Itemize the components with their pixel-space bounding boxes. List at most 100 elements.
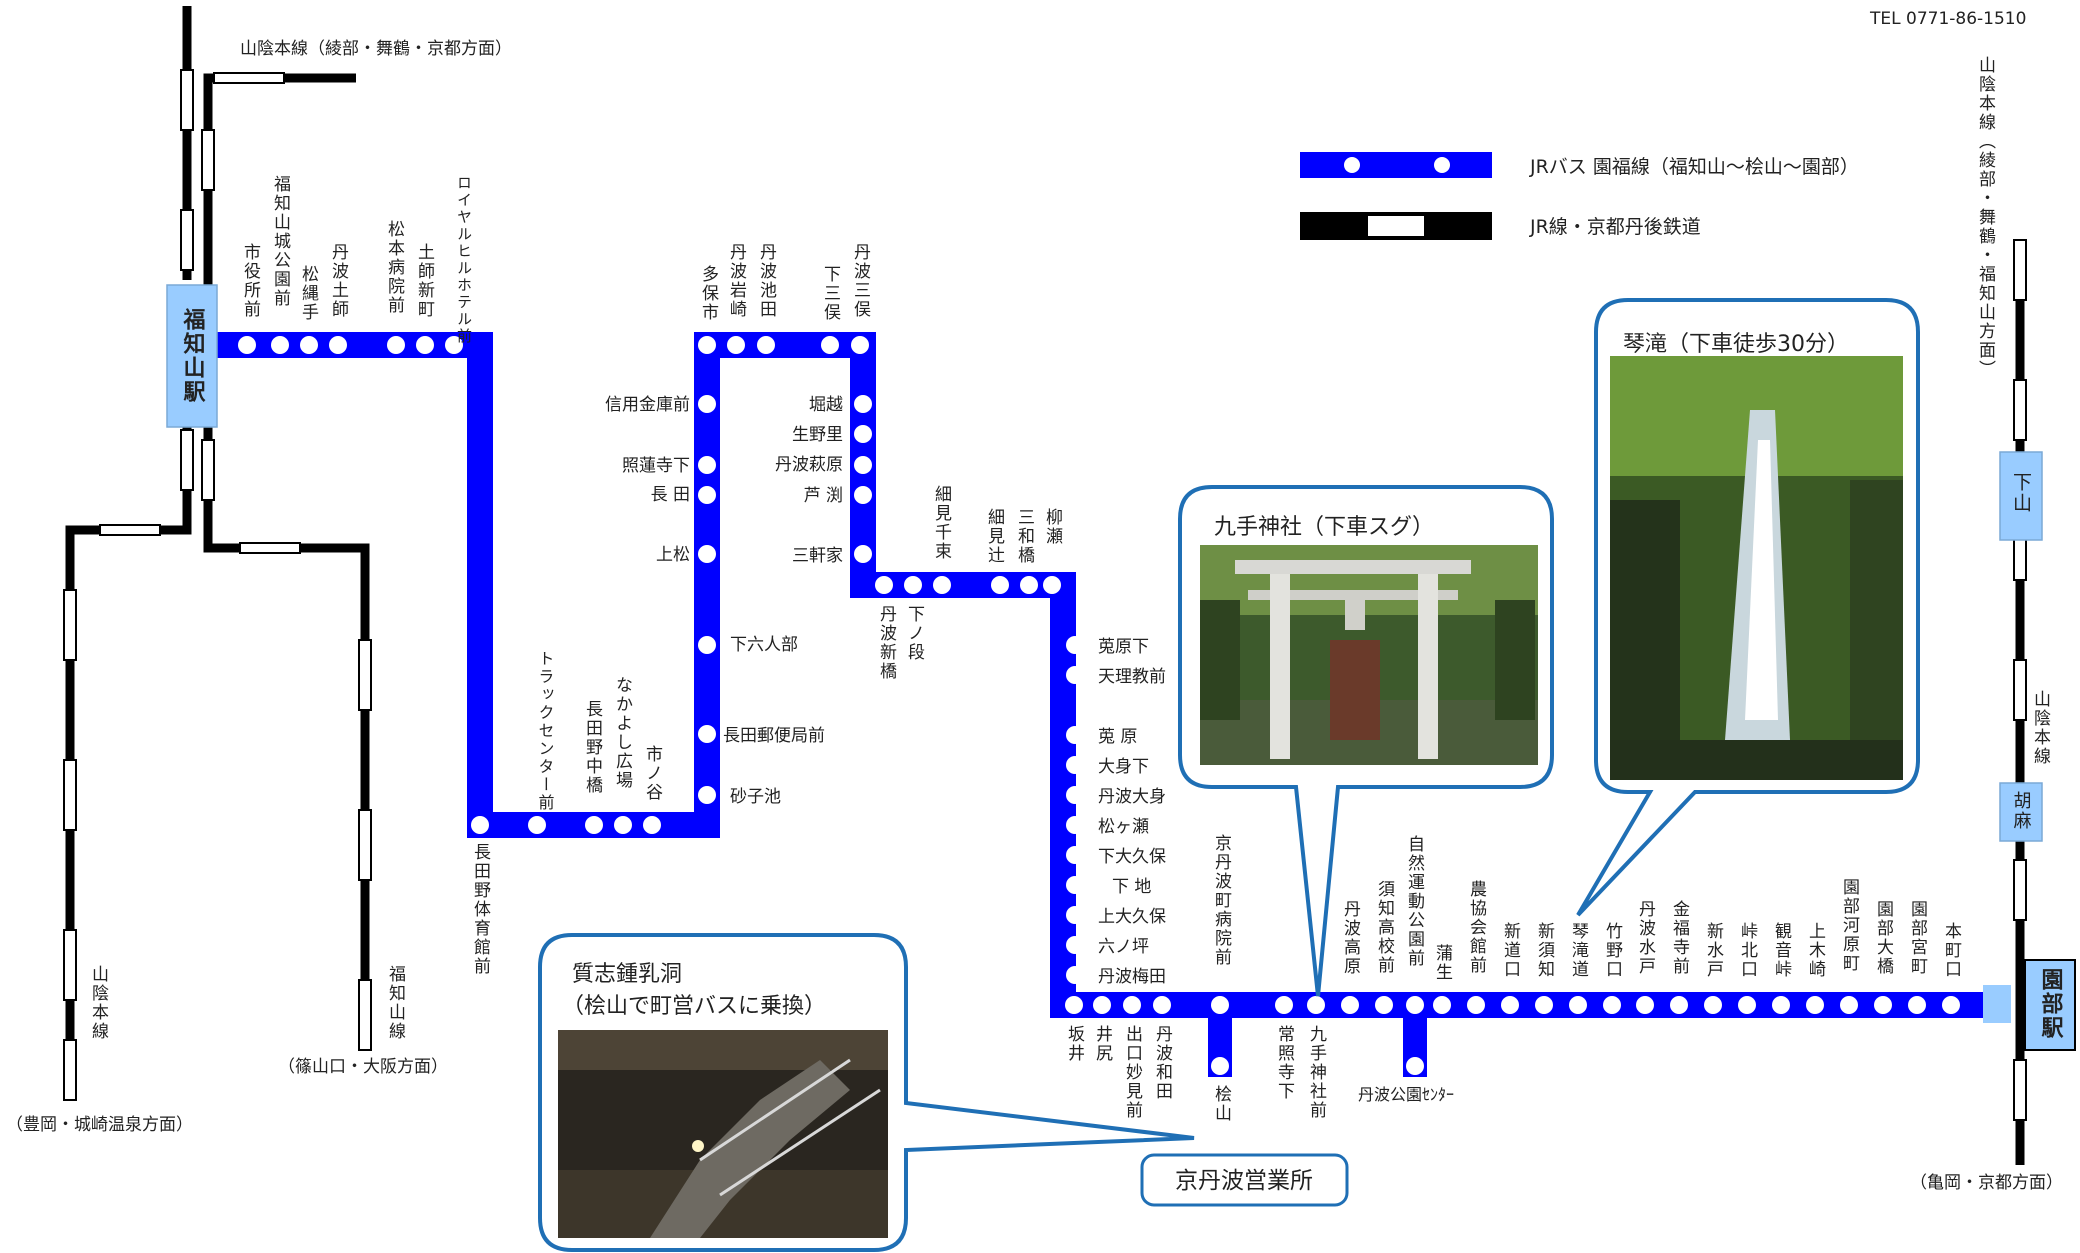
bus-stop-dot[interactable] <box>1569 996 1587 1014</box>
bus-stop-dot[interactable] <box>698 395 716 413</box>
bus-stop-dot[interactable] <box>854 486 872 504</box>
stop-label-s06: 土師新町 <box>414 243 435 319</box>
bus-stop-dot[interactable] <box>1043 576 1061 594</box>
bus-stop-dot[interactable] <box>387 336 405 354</box>
bus-stop-dot[interactable] <box>1603 996 1621 1014</box>
bus-stop-dot[interactable] <box>1065 996 1083 1014</box>
bus-stop-dot[interactable] <box>1738 996 1756 1014</box>
stop-label-s44: 上大久保 <box>1098 907 1166 927</box>
bus-stop-dot[interactable] <box>1066 636 1084 654</box>
bus-stop-dot[interactable] <box>416 336 434 354</box>
bus-stop-dot[interactable] <box>1066 756 1084 774</box>
stop-label-s55: 丹波高原 <box>1340 900 1361 976</box>
bus-stop-dot[interactable] <box>698 336 716 354</box>
bus-stop-dot[interactable] <box>1341 996 1359 1014</box>
bus-stop-dot[interactable] <box>1908 996 1926 1014</box>
bus-stop-dot[interactable] <box>698 636 716 654</box>
bus-stop-dot[interactable] <box>1806 996 1824 1014</box>
bus-stop-dot[interactable] <box>875 576 893 594</box>
bus-stop-dot[interactable] <box>933 576 951 594</box>
bus-stop-dot[interactable] <box>643 816 661 834</box>
bus-stop-dot[interactable] <box>1307 996 1325 1014</box>
rail-label-sanin-right-top: 山陰本線（綾部・舞鶴・福知山方面） <box>1975 56 1996 379</box>
stop-label-s39: 大身下 <box>1098 757 1149 777</box>
station-sonobe[interactable]: 園部駅 <box>1983 959 2076 1051</box>
bus-stop-dot[interactable] <box>1501 996 1519 1014</box>
bus-stop-dot[interactable] <box>1123 996 1141 1014</box>
bus-stop-dot[interactable] <box>1066 846 1084 864</box>
bus-stop-dot[interactable] <box>1275 996 1293 1014</box>
bus-stop-dot[interactable] <box>1535 996 1553 1014</box>
bus-stop-dot[interactable] <box>991 576 1009 594</box>
bus-stop-dot[interactable] <box>698 456 716 474</box>
station-fukuchiyama[interactable]: 福知山駅 <box>166 284 218 428</box>
callout-kute-shrine[interactable]: 九手神社（下車スグ） <box>1178 485 1554 997</box>
stop-label-s08: 長田野体育館前 <box>470 843 491 976</box>
bus-stop-dot[interactable] <box>1636 996 1654 1014</box>
bus-stop-dot[interactable] <box>1153 996 1171 1014</box>
bus-stop-dot[interactable] <box>851 336 869 354</box>
bus-stop-dot[interactable] <box>1406 1057 1424 1075</box>
bus-stop-dot[interactable] <box>727 336 745 354</box>
stop-label-s57: 自然運動公園前 <box>1404 835 1425 968</box>
bus-stop-dot[interactable] <box>821 336 839 354</box>
stop-label-s30: 丹波新橋 <box>876 605 897 681</box>
bus-stop-dot[interactable] <box>1066 816 1084 834</box>
stop-label-s04: 丹波土師 <box>328 243 349 319</box>
bus-stop-dot[interactable] <box>271 336 289 354</box>
bus-stop-dot[interactable] <box>1874 996 1892 1014</box>
bus-stop-dot[interactable] <box>1066 966 1084 984</box>
bus-stop-dot[interactable] <box>614 816 632 834</box>
bus-stop-dot[interactable] <box>1375 996 1393 1014</box>
legend-rail-label: JR線・京都丹後鉄道 <box>1529 216 1701 238</box>
bus-stop-dot[interactable] <box>1066 876 1084 894</box>
stop-label-s51: 京丹波町病院前 <box>1211 834 1232 967</box>
bus-stop-dot[interactable] <box>698 786 716 804</box>
bus-stop-dot[interactable] <box>1704 996 1722 1014</box>
stop-label-s56: 須知高校前 <box>1374 880 1395 975</box>
bus-stop-dot[interactable] <box>238 336 256 354</box>
bus-stop-dot[interactable] <box>1066 666 1084 684</box>
office-kyotamba[interactable]: 京丹波営業所 <box>1140 1153 1349 1207</box>
bus-stop-dot[interactable] <box>1840 996 1858 1014</box>
bus-stop-dot[interactable] <box>1066 906 1084 924</box>
bus-stop-dot[interactable] <box>445 336 463 354</box>
bus-stop-dot[interactable] <box>854 545 872 563</box>
kotodaki-photo <box>1610 356 1903 780</box>
office-kyotamba-label: 京丹波営業所 <box>1175 1168 1313 1194</box>
station-goma[interactable]: 胡麻 <box>1999 782 2043 842</box>
stop-label-s16: 上松 <box>656 545 690 565</box>
stop-label-s71: 園部河原町 <box>1839 878 1860 973</box>
station-shimoyama[interactable]: 下山 <box>1999 451 2043 541</box>
stop-label-s26: 生野里 <box>792 425 843 445</box>
bus-stop-dot[interactable] <box>528 816 546 834</box>
bus-stop-dot[interactable] <box>1942 996 1960 1014</box>
callout-kotodaki[interactable]: 琴滝（下車徒歩30分） <box>1576 298 1920 917</box>
bus-stop-dot[interactable] <box>904 576 922 594</box>
callout-cave[interactable]: 質志鍾乳洞 （桧山で町営バスに乗換） <box>538 933 1195 1252</box>
bus-stop-dot[interactable] <box>854 456 872 474</box>
bus-stop-dot[interactable] <box>757 336 775 354</box>
bus-stop-dot[interactable] <box>1066 936 1084 954</box>
bus-stop-dot[interactable] <box>1406 996 1424 1014</box>
bus-stop-dot[interactable] <box>1433 996 1451 1014</box>
bus-stop-dot[interactable] <box>1093 996 1111 1014</box>
bus-stop-dot[interactable] <box>300 336 318 354</box>
bus-stop-dot[interactable] <box>471 816 489 834</box>
bus-stop-dot[interactable] <box>1670 996 1688 1014</box>
bus-stop-dot[interactable] <box>1020 576 1038 594</box>
bus-stop-dot[interactable] <box>1211 1057 1229 1075</box>
bus-stop-dot[interactable] <box>698 725 716 743</box>
bus-stop-dot[interactable] <box>698 545 716 563</box>
bus-stop-dot[interactable] <box>698 486 716 504</box>
stop-label-s40: 丹波大身 <box>1098 787 1166 807</box>
bus-stop-dot[interactable] <box>1211 996 1229 1014</box>
bus-stop-dot[interactable] <box>1467 996 1485 1014</box>
bus-stop-dot[interactable] <box>1772 996 1790 1014</box>
bus-stop-dot[interactable] <box>585 816 603 834</box>
bus-stop-dot[interactable] <box>329 336 347 354</box>
bus-stop-dot[interactable] <box>854 425 872 443</box>
bus-stop-dot[interactable] <box>1066 726 1084 744</box>
bus-stop-dot[interactable] <box>854 395 872 413</box>
bus-stop-dot[interactable] <box>1066 786 1084 804</box>
